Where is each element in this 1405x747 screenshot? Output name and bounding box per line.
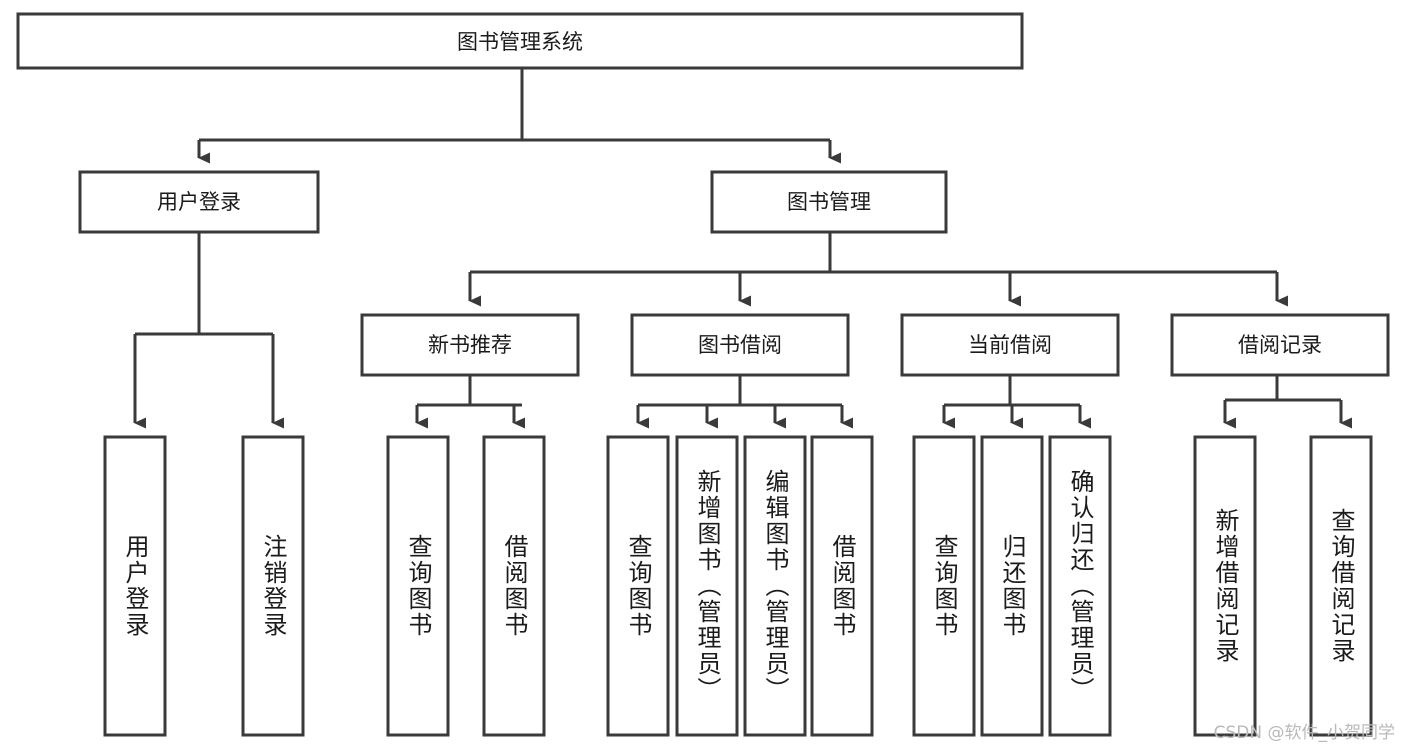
leaf-query-book-1[interactable]: 查询图书 [386, 435, 450, 737]
leaf-edit-book-label: 编辑图书（管理员） [761, 469, 789, 703]
node-current-borrow[interactable]: 当前借阅 [900, 313, 1120, 377]
node-root-label: 图书管理系统 [457, 30, 583, 54]
leaf-borrow-book-2[interactable]: 借阅图书 [810, 435, 874, 737]
node-borrow-record[interactable]: 借阅记录 [1170, 313, 1390, 377]
leaf-edit-book[interactable]: 编辑图书（管理员） [743, 435, 807, 737]
leaf-add-record-label: 新增借阅记录 [1211, 508, 1239, 664]
node-book-borrow-label: 图书借阅 [698, 333, 782, 357]
node-book-manage[interactable]: 图书管理 [710, 170, 948, 234]
leaf-borrow-book-2-label: 借阅图书 [828, 534, 856, 638]
node-root[interactable]: 图书管理系统 [16, 12, 1024, 70]
node-user-login-label: 用户登录 [157, 190, 241, 214]
leaf-return-book-label: 归还图书 [998, 534, 1026, 638]
leaf-add-book-label: 新增图书（管理员） [693, 469, 721, 703]
node-new-book-rec[interactable]: 新书推荐 [360, 313, 580, 377]
leaf-return-book[interactable]: 归还图书 [980, 435, 1044, 737]
node-book-manage-label: 图书管理 [787, 190, 871, 214]
leaf-query-book-3[interactable]: 查询图书 [912, 435, 976, 737]
leaf-user-login[interactable]: 用户登录 [103, 435, 167, 737]
leaf-confirm-return-label: 确认归还（管理员） [1066, 469, 1094, 703]
leaf-add-book[interactable]: 新增图书（管理员） [675, 435, 739, 737]
node-new-book-rec-label: 新书推荐 [428, 333, 512, 357]
connector-layer [133, 68, 1352, 429]
leaf-query-record-label: 查询借阅记录 [1327, 508, 1355, 664]
leaf-query-book-2-label: 查询图书 [624, 534, 652, 638]
leaf-borrow-book-1[interactable]: 借阅图书 [482, 435, 546, 737]
leaf-user-login-label: 用户登录 [121, 534, 149, 638]
leaf-query-book-2[interactable]: 查询图书 [606, 435, 670, 737]
node-user-login[interactable]: 用户登录 [78, 170, 320, 234]
node-book-borrow[interactable]: 图书借阅 [630, 313, 850, 377]
leaf-add-record[interactable]: 新增借阅记录 [1193, 435, 1257, 737]
leaf-confirm-return[interactable]: 确认归还（管理员） [1048, 435, 1112, 737]
leaf-borrow-book-1-label: 借阅图书 [500, 534, 528, 638]
leaf-logout-login[interactable]: 注销登录 [241, 435, 305, 737]
leaf-query-record[interactable]: 查询借阅记录 [1309, 435, 1373, 737]
leaf-logout-login-label: 注销登录 [259, 534, 287, 638]
csdn-watermark: CSDN @软件_小贺同学 [1213, 723, 1395, 743]
leaf-query-book-3-label: 查询图书 [930, 534, 958, 638]
node-current-borrow-label: 当前借阅 [968, 333, 1052, 357]
node-borrow-record-label: 借阅记录 [1238, 333, 1322, 357]
leaf-query-book-1-label: 查询图书 [404, 534, 432, 638]
